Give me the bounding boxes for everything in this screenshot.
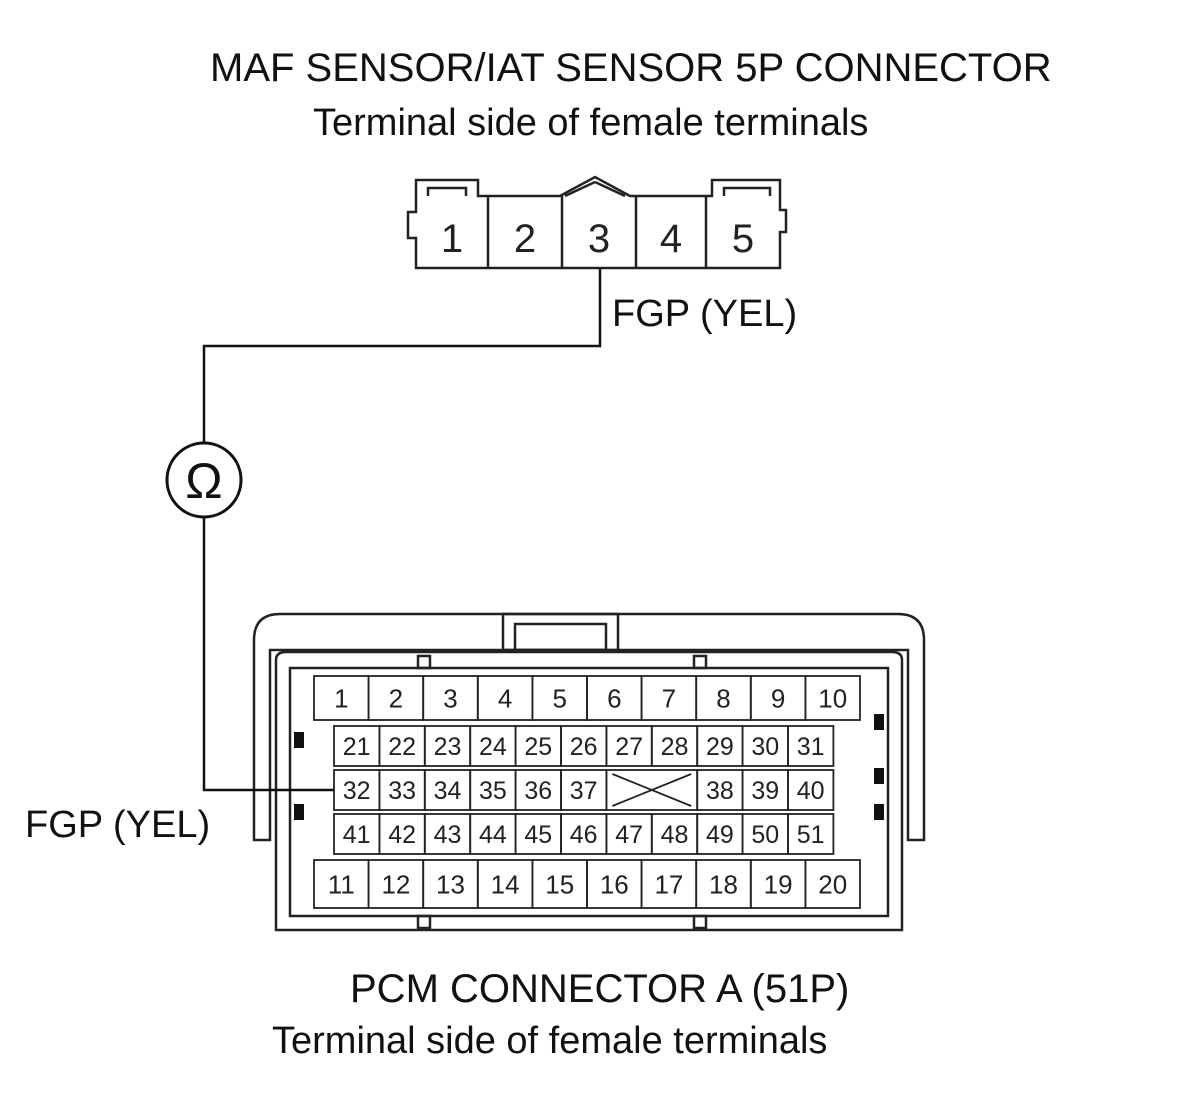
top-terminal-2: 2 xyxy=(514,217,536,261)
top-terminal-5: 5 xyxy=(732,217,754,261)
pcm-terminal-3: 3 xyxy=(443,683,457,713)
pcm-terminal-22: 22 xyxy=(388,733,416,761)
pcm-cell-box xyxy=(804,859,861,909)
bottom-wire-label: FGP (YEL) xyxy=(25,804,211,846)
pcm-terminal-10: 10 xyxy=(818,683,847,713)
pcm-terminal-34: 34 xyxy=(434,777,462,805)
pcm-terminal-50: 50 xyxy=(751,821,779,849)
pcm-terminal-40: 40 xyxy=(797,777,825,805)
pcm-terminal-51: 51 xyxy=(797,821,825,849)
pcm-terminal-31: 31 xyxy=(797,733,825,761)
pcm-terminal-42: 42 xyxy=(388,821,416,849)
pcm-terminal-21: 21 xyxy=(343,733,371,761)
pcm-terminal-5: 5 xyxy=(552,683,566,713)
pcm-terminal-24: 24 xyxy=(479,733,507,761)
pcm-terminal-30: 30 xyxy=(751,733,779,761)
top-connector-title: MAF SENSOR/IAT SENSOR 5P CONNECTOR xyxy=(210,46,1052,90)
pcm-terminal-39: 39 xyxy=(751,777,779,805)
pcm-terminal-28: 28 xyxy=(661,733,689,761)
pcm-terminal-2: 2 xyxy=(389,683,403,713)
fgp-wire xyxy=(202,268,602,792)
pcm-terminal-14: 14 xyxy=(491,869,520,899)
ohm-icon: Ω xyxy=(185,453,222,509)
pcm-terminal-35: 35 xyxy=(479,777,507,805)
pcm-cell-box xyxy=(787,725,835,767)
pcm-terminal-9: 9 xyxy=(771,683,785,713)
pcm-terminal-29: 29 xyxy=(706,733,734,761)
pcm-terminal-48: 48 xyxy=(661,821,689,849)
pcm-terminal-49: 49 xyxy=(706,821,734,849)
pcm-terminal-43: 43 xyxy=(434,821,462,849)
pcm-terminal-37: 37 xyxy=(570,777,598,805)
pcm-terminal-23: 23 xyxy=(434,733,462,761)
pcm-terminal-12: 12 xyxy=(381,869,410,899)
pcm-connector-title: PCM CONNECTOR A (51P) xyxy=(350,967,850,1011)
pcm-terminal-18: 18 xyxy=(709,869,738,899)
pcm-terminal-27: 27 xyxy=(615,733,643,761)
pcm-terminal-16: 16 xyxy=(600,869,629,899)
pcm-terminal-44: 44 xyxy=(479,821,507,849)
top-connector-subtitle: Terminal side of female terminals xyxy=(313,102,869,144)
blank-cross-line xyxy=(612,773,692,807)
pcm-cell-box xyxy=(804,675,861,721)
pcm-terminal-45: 45 xyxy=(524,821,552,849)
top-wire-label: FGP (YEL) xyxy=(612,293,798,335)
pcm-connector-a-51p xyxy=(252,612,926,932)
pcm-terminal-17: 17 xyxy=(654,869,683,899)
pcm-cell-box xyxy=(787,813,835,855)
pcm-terminal-11: 11 xyxy=(328,869,355,899)
pcm-connector-subtitle: Terminal side of female terminals xyxy=(272,1020,828,1062)
pcm-terminal-19: 19 xyxy=(764,869,793,899)
top-terminal-1: 1 xyxy=(441,217,463,261)
pcm-terminal-6: 6 xyxy=(607,683,621,713)
pcm-terminal-46: 46 xyxy=(570,821,598,849)
pcm-terminal-36: 36 xyxy=(524,777,552,805)
pcm-terminal-25: 25 xyxy=(524,733,552,761)
pcm-cell-box xyxy=(787,769,835,811)
top-terminal-3: 3 xyxy=(588,217,610,261)
pcm-terminal-47: 47 xyxy=(615,821,643,849)
pcm-terminal-33: 33 xyxy=(388,777,416,805)
pcm-terminal-15: 15 xyxy=(545,869,574,899)
pcm-connector-locks xyxy=(294,714,884,820)
top-terminal-4: 4 xyxy=(660,217,682,261)
pcm-terminal-13: 13 xyxy=(436,869,465,899)
pcm-terminal-26: 26 xyxy=(570,733,598,761)
ohmmeter-symbol: Ω xyxy=(165,441,243,519)
pcm-terminal-8: 8 xyxy=(716,683,730,713)
pcm-terminal-41: 41 xyxy=(343,821,371,849)
pcm-terminal-20: 20 xyxy=(818,869,847,899)
pcm-terminal-32: 32 xyxy=(343,777,371,805)
pcm-terminal-4: 4 xyxy=(498,683,512,713)
pcm-terminal-7: 7 xyxy=(662,683,676,713)
maf-iat-5p-connector xyxy=(406,175,788,270)
pcm-terminal-1: 1 xyxy=(334,683,348,713)
top-connector-terminals: 1 2 3 4 5 xyxy=(441,217,754,261)
pcm-terminal-38: 38 xyxy=(706,777,734,805)
